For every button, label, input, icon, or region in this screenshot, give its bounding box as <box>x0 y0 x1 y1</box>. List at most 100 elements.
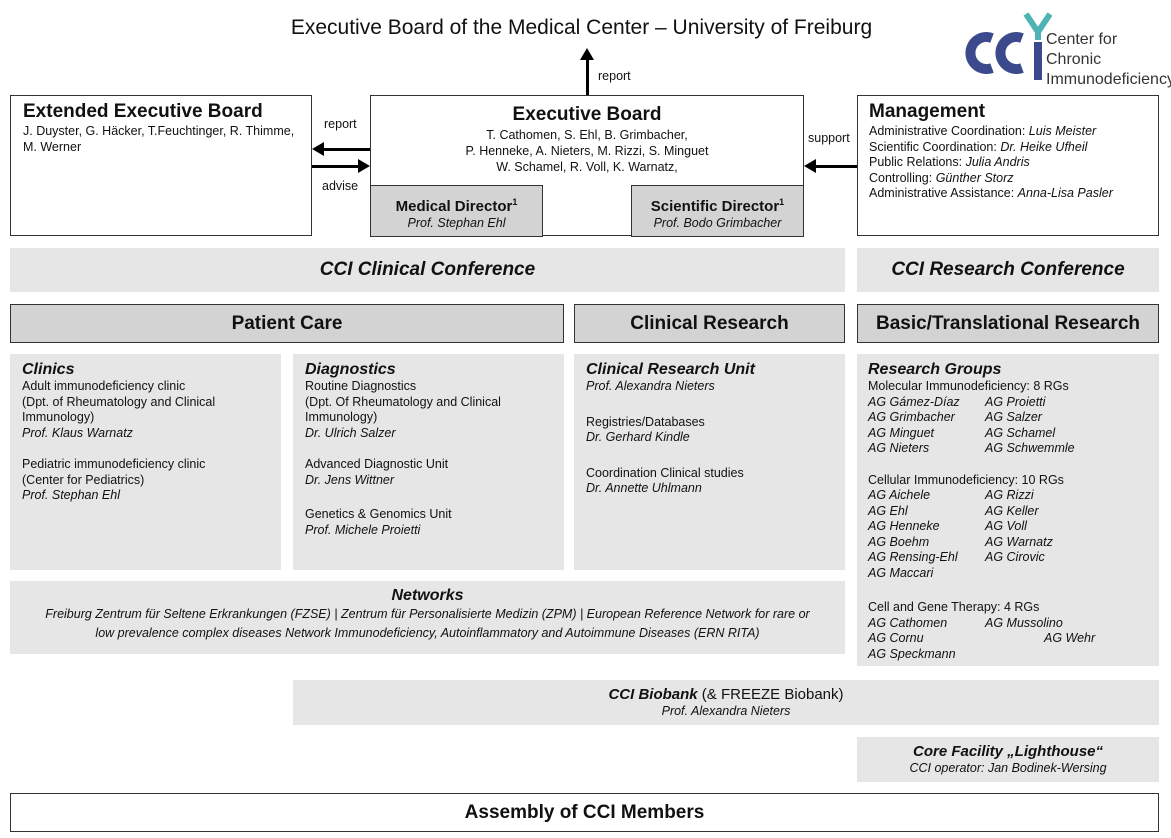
management-title: Management <box>869 101 986 122</box>
core-facility-title: Core Facility „Lighthouse“ <box>912 743 1104 760</box>
research-conference-label: CCI Research Conference <box>891 259 1125 280</box>
diagnostics-routine-2: (Dpt. Of Rheumatology and Clinical <box>305 394 501 409</box>
diagnostics-title: Diagnostics <box>305 361 396 378</box>
diagnostics-advanced: Advanced Diagnostic Unit <box>305 457 449 471</box>
clinics-adult-3: Immunology) <box>22 410 95 424</box>
clinics-pediatric-head: Prof. Stephan Ehl <box>22 488 120 502</box>
registries-head: Dr. Gerhard Kindle <box>586 430 690 444</box>
diagnostics-box: Diagnostics Routine Diagnostics (Dpt. Of… <box>293 354 564 570</box>
report-top-label: report <box>598 69 631 83</box>
clinics-adult-head: Prof. Klaus Warnatz <box>22 425 133 440</box>
core-facility-operator: CCI operator: Jan Bodinek-Wersing <box>909 761 1107 775</box>
clinical-research-unit-box: Clinical Research Unit Prof. Alexandra N… <box>574 354 845 570</box>
advise-arrow <box>312 165 358 168</box>
report-left-label: report <box>324 117 357 131</box>
medical-director-title: Medical Director <box>395 198 513 215</box>
networks-box: Networks Freiburg Zentrum für Seltene Er… <box>10 581 845 654</box>
biobank-head: Prof. Alexandra Nieters <box>661 704 791 718</box>
extended-board: Extended Executive Board J. Duyster, G. … <box>10 95 312 236</box>
cci-logo: Center for Chronic Immunodeficiency <box>962 10 1171 88</box>
scientific-director-name: Prof. Bodo Grimbacher <box>653 216 782 230</box>
scientific-director-footnote: 1 <box>779 197 785 207</box>
extended-board-title: Extended Executive Board <box>23 101 263 122</box>
extended-board-members: J. Duyster, G. Häcker, T.Feuchtinger, R.… <box>23 124 295 154</box>
diagnostics-routine-3: Immunology) <box>305 410 378 424</box>
gene-therapy-heading: Cell and Gene Therapy: 4 RGs <box>868 600 1040 614</box>
networks-line-2: low prevalence complex diseases Network … <box>95 626 760 640</box>
executive-board-members-1: T. Cathomen, S. Ehl, B. Grimbacher, <box>486 128 688 142</box>
networks-line-1: Freiburg Zentrum für Seltene Erkrankunge… <box>45 607 810 621</box>
clinical-conference: CCI Clinical Conference <box>10 248 845 292</box>
research-conference: CCI Research Conference <box>857 248 1159 292</box>
support-label: support <box>808 131 850 145</box>
executive-board-members-2: P. Henneke, A. Nieters, M. Rizzi, S. Min… <box>465 144 709 158</box>
medical-director: Medical Director1 Prof. Stephan Ehl <box>370 185 543 237</box>
research-groups-title: Research Groups <box>868 361 1002 378</box>
management-row: Administrative Assistance: Anna-Lisa Pas… <box>869 186 1113 200</box>
advise-arrowhead <box>358 159 370 173</box>
medical-director-footnote: 1 <box>512 197 518 207</box>
cellular-heading: Cellular Immunodeficiency: 10 RGs <box>868 472 1064 487</box>
networks-title: Networks <box>391 587 464 604</box>
clinical-conference-label: CCI Clinical Conference <box>319 259 536 280</box>
clinical-research-unit-title: Clinical Research Unit <box>586 361 755 378</box>
diagnostics-routine-head: Dr. Ulrich Salzer <box>305 425 396 440</box>
biobank-suffix: (& FREEZE Biobank) <box>697 686 844 703</box>
assembly-box: Assembly of CCI Members <box>10 793 1159 832</box>
clinics-title: Clinics <box>22 361 75 378</box>
management-box: Management Administrative Coordination: … <box>857 95 1159 236</box>
management-row: Public Relations: Julia Andris <box>869 155 1030 169</box>
report-up-arrowhead <box>580 48 594 60</box>
diagnostics-advanced-head: Dr. Jens Wittner <box>305 472 395 487</box>
coordination-label: Coordination Clinical studies <box>586 465 744 480</box>
coordination-head: Dr. Annette Uhlmann <box>586 481 702 495</box>
rg-row: AG Speckmann <box>868 646 956 661</box>
advise-label: advise <box>322 179 359 193</box>
report-up-arrow <box>586 58 589 95</box>
biobank-box: CCI Biobank (& FREEZE Biobank) Prof. Ale… <box>293 680 1159 725</box>
clinical-research-header: Clinical Research <box>574 304 845 343</box>
management-row: Controlling: Günther Storz <box>869 170 1014 185</box>
page-title: Executive Board of the Medical Center – … <box>290 16 873 39</box>
registries-label: Registries/Databases <box>586 414 705 429</box>
scientific-director: Scientific Director1 Prof. Bodo Grimbach… <box>631 185 804 237</box>
logo-line-2: Immunodeficiency <box>1046 71 1171 88</box>
diagnostics-routine-1: Routine Diagnostics <box>305 379 417 393</box>
logo-line-1: Center for Chronic <box>1046 31 1118 68</box>
assembly-label: Assembly of CCI Members <box>464 801 705 823</box>
rg-row: AG Maccari <box>868 565 934 580</box>
clinics-pediatric-2: (Center for Pediatrics) <box>22 472 145 487</box>
logo-icon <box>965 12 1053 80</box>
core-facility-box: Core Facility „Lighthouse“ CCI operator:… <box>857 737 1159 782</box>
basic-research-header: Basic/Translational Research <box>857 304 1159 343</box>
executive-board-title: Executive Board <box>512 104 662 125</box>
scientific-director-title: Scientific Director <box>650 198 780 215</box>
report-left-arrow <box>322 148 370 151</box>
support-arrowhead <box>804 159 816 173</box>
support-arrow <box>814 165 857 168</box>
biobank-title: CCI Biobank <box>608 686 698 703</box>
clinics-pediatric-1: Pediatric immunodeficiency clinic <box>22 457 206 471</box>
diagnostics-genetics: Genetics & Genomics Unit <box>305 507 452 521</box>
research-groups-box: Research Groups Molecular Immunodeficien… <box>857 354 1159 666</box>
clinics-adult-2: (Dpt. of Rheumatology and Clinical <box>22 394 216 409</box>
report-left-arrowhead <box>312 142 324 156</box>
clinics-adult-1: Adult immunodeficiency clinic <box>22 379 186 393</box>
management-row: Administrative Coordination: Luis Meiste… <box>869 124 1097 138</box>
management-row: Scientific Coordination: Dr. Heike Ufhei… <box>869 139 1088 154</box>
patient-care-header: Patient Care <box>10 304 564 343</box>
executive-board-members-3: W. Schamel, R. Voll, K. Warnatz, <box>496 160 678 174</box>
clinics-box: Clinics Adult immunodeficiency clinic (D… <box>10 354 281 570</box>
molecular-heading: Molecular Immunodeficiency: 8 RGs <box>868 379 1069 393</box>
